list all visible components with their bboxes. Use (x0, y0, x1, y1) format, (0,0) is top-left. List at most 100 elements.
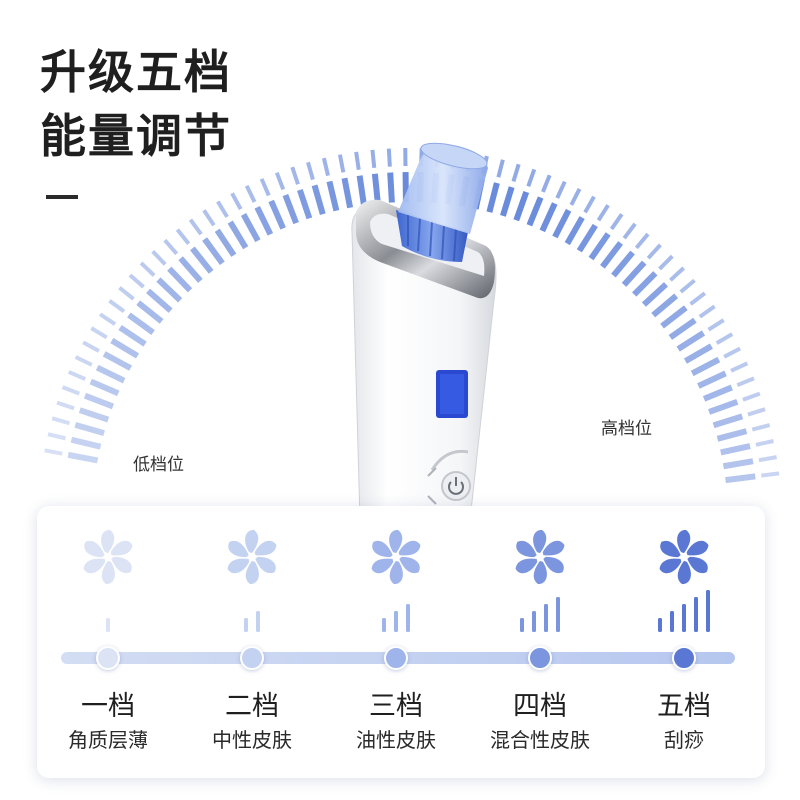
arc-tick (755, 439, 774, 447)
arc-tick (118, 325, 147, 347)
level-bars (106, 618, 110, 632)
arc-tick (127, 312, 155, 336)
arc-tick (583, 195, 596, 214)
arc-tick (167, 266, 193, 293)
arc-tick (600, 241, 623, 269)
arc-tick (576, 223, 598, 253)
arc-tick (760, 471, 780, 478)
arc-tick (108, 299, 126, 313)
levels-panel: 一档角质层薄二档中性皮肤三档油性皮肤四档混合性皮肤五档刮痧 (37, 506, 765, 778)
headline-line-2: 能量调节 (40, 109, 232, 163)
arc-tick (634, 232, 650, 250)
arc-tick (110, 337, 140, 359)
arc-tick (496, 159, 505, 178)
level-bar (256, 611, 260, 632)
level-knob[interactable] (672, 646, 696, 670)
fan-icon (371, 529, 421, 585)
arc-tick (698, 304, 716, 319)
headline: 升级五档 能量调节 (40, 40, 232, 168)
level-bar (706, 590, 710, 632)
arc-tick (541, 174, 552, 193)
arc-tick (341, 177, 354, 209)
arc-tick (555, 180, 567, 199)
arc-tick (78, 407, 110, 423)
arc-tick (175, 228, 191, 245)
arc-tick (511, 163, 521, 183)
fan-icon (83, 529, 133, 585)
arc-tick (486, 182, 500, 213)
level-bars (658, 590, 710, 632)
level-bar (532, 611, 536, 632)
level-bar (520, 618, 524, 632)
arc-tick (202, 237, 225, 266)
level-title: 二档 (225, 691, 279, 722)
level-subtitle: 中性皮肤 (212, 728, 292, 752)
arc-tick (632, 271, 658, 297)
arc-tick (679, 278, 696, 294)
arc-tick (227, 220, 249, 250)
arc-tick (552, 208, 572, 239)
arc-tick (151, 249, 167, 266)
power-icon (448, 477, 464, 495)
arc-tick (356, 175, 367, 206)
arc-tick (668, 317, 697, 340)
arc-tick (658, 254, 674, 271)
level-knob[interactable] (528, 646, 552, 670)
arc-tick (128, 273, 145, 289)
arc-tick (621, 260, 647, 287)
fan-icon (227, 529, 277, 585)
level-subtitle: 油性皮肤 (356, 728, 436, 752)
arc-tick (74, 355, 93, 367)
level-bars (244, 611, 260, 632)
arc-tick (268, 199, 286, 230)
arc-tick (747, 407, 766, 417)
level-knob[interactable] (96, 646, 120, 670)
arc-tick (67, 451, 99, 464)
arc-tick (715, 332, 734, 345)
arc-tick (44, 448, 63, 456)
arc-tick (526, 168, 537, 188)
level-knob[interactable] (240, 646, 264, 670)
arc-tick (178, 256, 203, 283)
arc-tick (669, 266, 686, 282)
arc-tick (611, 250, 635, 278)
arc-tick (306, 161, 315, 181)
arc-tick (74, 421, 105, 436)
arc-tick (697, 370, 727, 389)
arc-tick (676, 330, 706, 352)
arc-tick (690, 356, 721, 377)
low-level-label: 低档位 (133, 455, 184, 475)
arc-tick (70, 436, 102, 450)
level-title: 三档 (369, 691, 423, 722)
arc-tick (354, 151, 361, 171)
arc-tick (214, 228, 237, 257)
level-bars (382, 604, 410, 632)
arc-tick (240, 212, 261, 243)
arc-tick (725, 473, 756, 484)
arc-tick (370, 149, 377, 169)
level-subtitle: 刮痧 (664, 728, 704, 752)
arc-tick (274, 171, 286, 191)
arc-tick (641, 282, 669, 307)
arc-tick (609, 213, 624, 231)
arc-tick (321, 157, 330, 177)
level-1[interactable]: 一档角质层薄 (43, 506, 173, 778)
arc-tick (254, 206, 274, 236)
level-4[interactable]: 四档混合性皮肤 (475, 506, 605, 778)
arc-tick (102, 351, 133, 371)
arc-tick (156, 277, 183, 303)
arc-tick (386, 148, 392, 167)
arc-tick (282, 193, 299, 225)
arc-tick (722, 458, 754, 470)
level-bars (520, 597, 560, 632)
level-bar (406, 604, 410, 632)
level-2[interactable]: 二档中性皮肤 (187, 506, 317, 778)
arc-tick (720, 443, 751, 456)
arc-tick (337, 154, 346, 173)
arc-tick (47, 432, 67, 441)
level-subtitle: 混合性皮肤 (490, 728, 590, 752)
level-5[interactable]: 五档刮痧 (619, 506, 749, 778)
level-knob[interactable] (384, 646, 408, 670)
level-bar (382, 618, 386, 632)
level-3[interactable]: 三档油性皮肤 (331, 506, 461, 778)
